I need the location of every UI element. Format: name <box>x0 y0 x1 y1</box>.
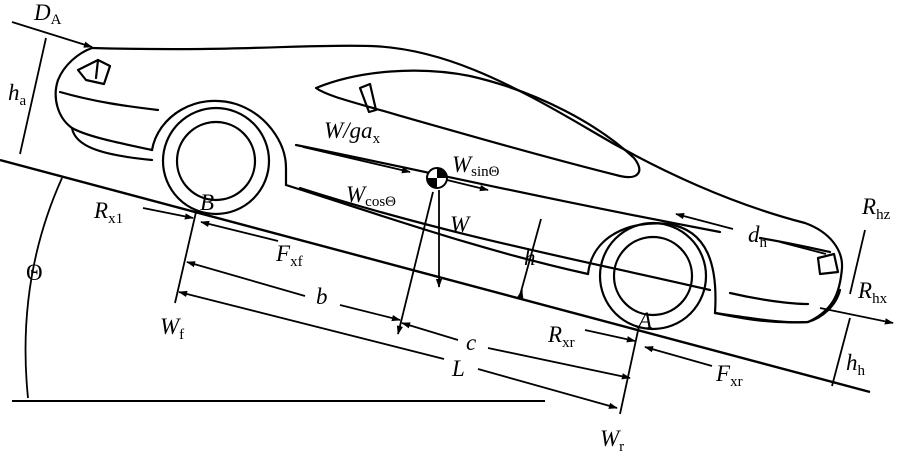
b-dimension-right <box>340 305 401 322</box>
car-body <box>56 46 842 323</box>
cg-height-line <box>519 219 541 299</box>
fxf-label: Fxf <box>275 241 303 270</box>
weight-sin-arrow <box>447 180 489 192</box>
c-dimension-right <box>488 348 631 380</box>
rhz-label: Rhz <box>861 194 891 223</box>
hh-dimension-line <box>832 318 850 386</box>
dh-line <box>780 242 826 254</box>
weight-cos-arrow <box>396 192 433 335</box>
front-wheel <box>163 108 269 214</box>
point-a-label: A <box>636 308 653 333</box>
theta-label: Θ <box>26 260 43 285</box>
aero-drag-label: DA <box>33 0 62 28</box>
rhx-label: Rhx <box>857 278 888 307</box>
rear-wheel <box>600 223 706 329</box>
inertia-force-arrow <box>303 147 411 174</box>
ha-dimension-line <box>20 38 46 154</box>
wf-label: Wf <box>160 314 184 343</box>
fxr-label: Fxr <box>715 361 743 390</box>
grade-angle-arc <box>26 178 62 398</box>
wr-label: Wr <box>600 426 624 455</box>
c-label: c <box>466 330 476 355</box>
rx1-label: Rx1 <box>93 198 123 227</box>
b-label: b <box>316 284 328 309</box>
rxr-arrow <box>585 330 636 343</box>
rhx-arrow <box>820 308 894 325</box>
weight-sin-label: WsinΘ <box>452 152 500 180</box>
fxr-arrow <box>644 347 712 366</box>
center-of-gravity-icon <box>427 168 447 188</box>
rhz-arrow <box>850 230 865 294</box>
cg-height-label: h <box>524 245 536 270</box>
c-dimension-left <box>401 323 458 340</box>
road-slope-line <box>0 160 870 392</box>
L-dimension-left <box>178 290 444 359</box>
dh-arrow <box>675 213 733 229</box>
inertia-label: W/gax <box>324 118 381 147</box>
b-dimension-left <box>186 262 305 296</box>
front-axle-normal-line <box>175 212 196 303</box>
weight-label: W <box>450 212 471 237</box>
weight-cos-label: WcosΘ <box>346 182 396 210</box>
h-dimension-tick <box>517 289 524 299</box>
rxr-label: Rxr <box>547 322 575 351</box>
aero-drag-arrow <box>12 22 93 47</box>
point-b-label: B <box>200 190 214 215</box>
L-label: L <box>451 356 465 381</box>
rx1-arrow <box>143 208 194 220</box>
ha-label: ha <box>8 80 27 109</box>
hh-label: hh <box>846 350 866 379</box>
L-dimension-right <box>478 369 618 408</box>
fxf-arrow <box>200 220 278 241</box>
dh-label: dh <box>748 222 768 251</box>
